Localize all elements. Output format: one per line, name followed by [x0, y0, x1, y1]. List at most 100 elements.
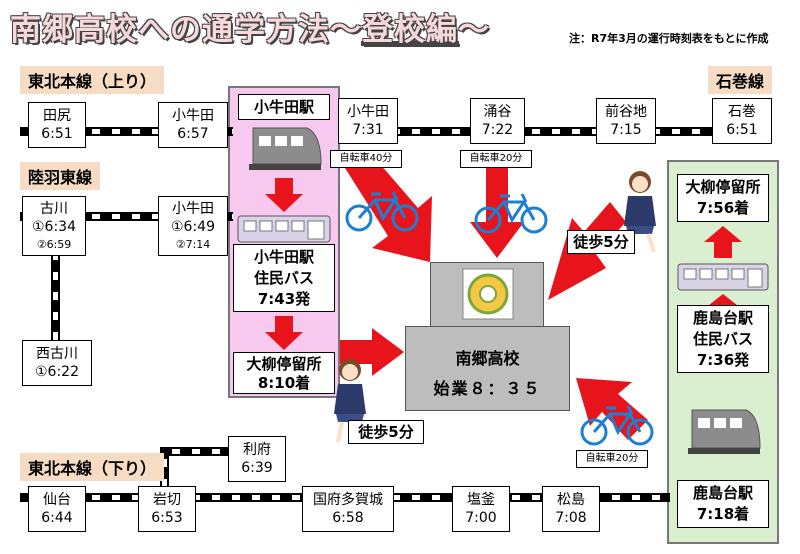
train-icon [249, 127, 322, 170]
station-time: 6:58 [332, 510, 364, 526]
ishinomaki-rail [340, 127, 760, 136]
station-nishifurukawa: 西古川 ①6:22 [22, 340, 92, 386]
station-time: 6:39 [241, 460, 273, 476]
station-ishinomaki: 石巻 6:51 [712, 98, 772, 144]
station-time: 7:08 [555, 510, 587, 526]
oyanagi-arrive-box-green: 大柳停留所 7:56着 [677, 174, 769, 222]
bike-20min-label-top: 自転車20分 [460, 150, 532, 168]
up-arrow-icon [704, 226, 742, 258]
station-matsushima: 松島 7:08 [542, 486, 600, 532]
school-name: 南郷高校 [455, 349, 520, 368]
oyanagi-arrive-box-pink: 大柳停留所 8:10着 [233, 352, 335, 394]
station-name: 松島 [557, 492, 585, 508]
school-start-time: 始業８：３５ [433, 379, 542, 398]
station-name: 小牛田 [347, 104, 389, 120]
station-name: 石巻 [728, 104, 756, 120]
bus-stop-line-3: 7:43発 [257, 290, 311, 308]
arrive-line-2: 8:10着 [257, 374, 311, 392]
station-time: 6:44 [41, 510, 73, 526]
station-time: 6:51 [41, 126, 73, 142]
station-name: 小牛田 [172, 108, 214, 124]
line-label-ishinomaki: 石巻線 [708, 66, 773, 94]
arrive-line-1: 大柳停留所 [685, 178, 761, 196]
station-time: 7:31 [352, 122, 384, 138]
station-time-1: ①6:34 [32, 219, 76, 235]
station-name: 田尻 [43, 108, 71, 124]
kogota-bus-stop-box: 小牛田駅 住民バス 7:43発 [233, 244, 335, 312]
tohoku-up-rail-left [20, 127, 233, 136]
station-time-1: ①6:49 [171, 219, 215, 235]
station-time: 7:00 [465, 510, 497, 526]
station-shiogama: 塩釜 7:00 [452, 486, 510, 532]
bus-stop-line-2: 住民バス [692, 330, 753, 348]
station-name: 小牛田 [172, 201, 214, 217]
walk-5min-label-right: 徒歩5分 [567, 230, 635, 254]
line-label-tohoku-up: 東北本線（上り） [20, 66, 165, 94]
bus-stop-line-2: 住民バス [253, 269, 314, 287]
bicycle-icon [345, 191, 419, 232]
school-building: 南郷高校 始業８：３５ [405, 326, 570, 411]
walk-5min-label-left: 徒歩5分 [348, 420, 424, 444]
rikuu-rail [20, 212, 233, 221]
station-furukawa: 古川 ①6:34 ②6:59 [22, 196, 86, 256]
title-tail: ～ [458, 12, 490, 48]
station-maeyachi: 前谷地 7:15 [596, 98, 656, 144]
down-arrow-icon [265, 316, 303, 350]
rifu-rail [160, 447, 240, 456]
bus-icon [677, 263, 769, 291]
arrow-kogota-to-school [345, 150, 432, 262]
station-name: 涌谷 [483, 104, 512, 120]
station-rifu: 利府 6:39 [228, 436, 286, 482]
station-iwakiri: 岩切 6:53 [138, 486, 196, 532]
station-kokufutagajo: 国府多賀城 6:58 [302, 486, 394, 532]
bicycle-icon [474, 193, 548, 234]
station-name: 利府 [243, 442, 271, 458]
bike-20min-label-bottom: 自転車20分 [576, 450, 648, 468]
line-label-tohoku-down: 東北本線（下り） [20, 453, 165, 481]
station-time: 6:53 [151, 510, 183, 526]
station-name: 岩切 [153, 492, 181, 508]
rikuu-branch-rail [51, 220, 60, 345]
page-title: 南郷高校への通学方法～登校編～ [10, 4, 490, 49]
bicycle-icon [580, 405, 654, 446]
station-time: ①6:22 [35, 364, 79, 380]
arrive-line-1: 大柳停留所 [246, 355, 322, 373]
train-line-2: 7:18着 [696, 505, 750, 523]
line-label-rikuu: 陸羽東線 [20, 162, 101, 190]
station-time-2: ②6:59 [36, 238, 72, 251]
bus-icon [237, 215, 331, 243]
kashimadai-train-box: 鹿島台駅 7:18着 [677, 480, 769, 528]
arrive-line-2: 7:56着 [696, 199, 750, 217]
station-time: 6:57 [177, 126, 209, 142]
station-name: 西古川 [36, 346, 78, 362]
kashimadai-bus-stop-box: 鹿島台駅 住民バス 7:36発 [677, 305, 769, 373]
down-arrow-icon [265, 178, 303, 212]
kogota-station-box: 小牛田駅 [238, 94, 330, 120]
title-underlined: 登校編 [362, 12, 458, 48]
station-kogota-ishinomaki: 小牛田 7:31 [338, 98, 398, 144]
station-tajiri: 田尻 6:51 [28, 102, 86, 148]
bus-stop-line-1: 小牛田駅 [253, 248, 314, 266]
station-name: 国府多賀城 [313, 492, 383, 508]
station-time: 7:15 [610, 122, 642, 138]
bike-40min-label: 自転車40分 [330, 150, 402, 168]
station-kogota-rikuu: 小牛田 ①6:49 ②7:14 [158, 196, 228, 256]
station-sendai: 仙台 6:44 [28, 486, 86, 532]
station-time: 7:22 [481, 122, 514, 138]
title-main: 南郷高校への通学方法～ [10, 12, 362, 48]
station-kogota-up: 小牛田 6:57 [158, 102, 228, 148]
station-wakuya: 涌谷 7:22 [470, 98, 525, 144]
train-line-1: 鹿島台駅 [692, 484, 753, 502]
station-name: 塩釜 [467, 492, 495, 508]
school-emblem-icon [462, 268, 514, 320]
bus-stop-line-1: 鹿島台駅 [692, 309, 753, 327]
station-time-2: ②7:14 [175, 238, 211, 251]
station-time: 6:51 [726, 122, 758, 138]
bus-stop-line-3: 7:36発 [696, 351, 750, 369]
train-icon [688, 409, 761, 454]
station-name: 前谷地 [605, 104, 647, 120]
station-name: 仙台 [43, 492, 71, 508]
station-name: 古川 [40, 201, 68, 217]
source-note: 注：R7年3月の運行時刻表をもとに作成 [569, 32, 769, 45]
